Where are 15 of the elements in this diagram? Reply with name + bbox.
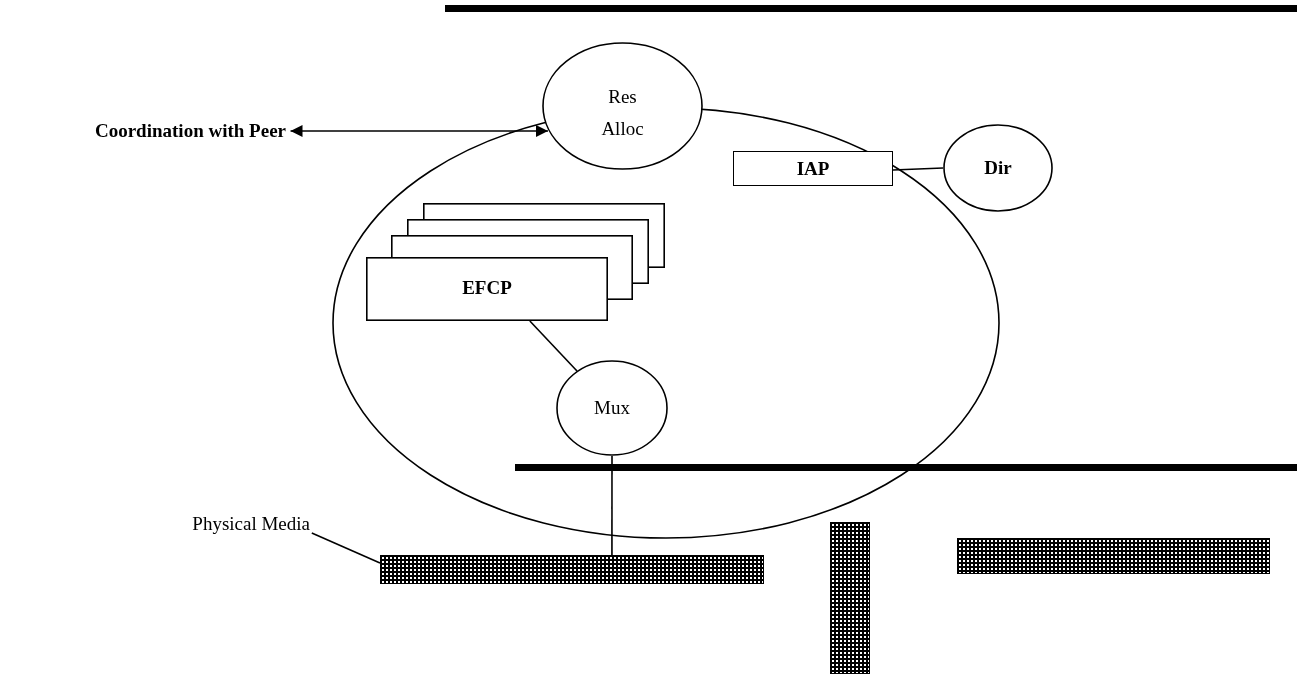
hatched-bar <box>380 555 764 584</box>
double-arrow <box>289 124 549 137</box>
circle-node: Res Alloc <box>542 42 703 170</box>
circle-node: Dir <box>943 124 1053 212</box>
stacked-process-box: EFCP <box>366 203 665 321</box>
connector-line <box>611 455 613 556</box>
circle-node: Mux <box>556 360 668 456</box>
process-box: IAP <box>733 151 893 186</box>
leader-line <box>311 532 381 564</box>
hatched-bar <box>957 538 1270 574</box>
text-label: Physical Media <box>130 512 310 536</box>
text-label: Coordination with Peer <box>60 118 286 144</box>
hatched-bar <box>830 522 870 674</box>
connector-line <box>529 320 578 372</box>
connector-line <box>892 167 944 171</box>
